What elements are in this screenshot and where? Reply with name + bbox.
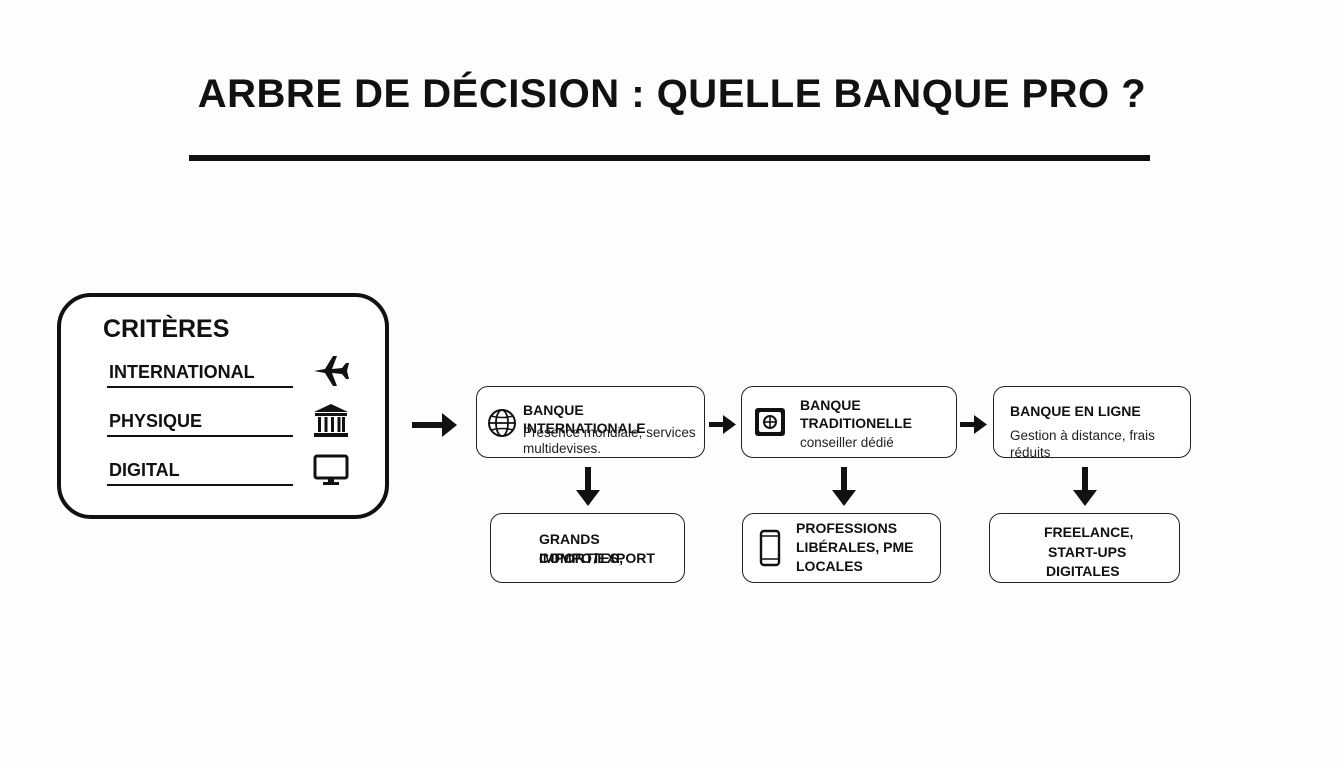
monitor-icon	[313, 454, 349, 485]
arrow-down-icon	[832, 467, 856, 506]
criteria-heading: CRITÈRES	[103, 315, 230, 343]
bank-name: BANQUE	[800, 397, 861, 413]
target-text: START-UPS	[1048, 544, 1127, 560]
target-box-grands-comptes: GRANDS COMPOTES, IMPORT/EXPORT	[490, 513, 685, 583]
safe-icon	[755, 408, 785, 436]
target-box-professions: PROFESSIONS LIBÉRALES, PME LOCALES	[742, 513, 941, 583]
bank-description: multidevises.	[523, 441, 602, 456]
target-box-freelance: FREELANCE, START-UPS DIGITALES	[989, 513, 1180, 583]
criteria-item-international: INTERNATIONAL	[107, 352, 293, 388]
bank-description: Gestion à distance, frais réduits	[1010, 428, 1155, 460]
target-text: GRANDS COMPOTES,	[539, 531, 624, 566]
target-text: LOCALES	[796, 558, 863, 574]
bank-building-icon	[314, 404, 348, 437]
criteria-item-physique: PHYSIQUE	[107, 401, 293, 437]
arrow-right-icon	[709, 415, 736, 434]
smartphone-icon	[759, 529, 781, 567]
arrow-right-icon	[412, 413, 457, 437]
bank-name: BANQUE INTERNATIONALE	[523, 402, 646, 436]
bank-name: TRADITIONELLE	[800, 415, 912, 431]
bank-description: conseiller dédié	[800, 435, 894, 450]
criteria-panel: CRITÈRES INTERNATIONAL PHYSIQUE DIGITAL	[57, 293, 389, 519]
bank-description: Présence mondiale, services	[523, 425, 696, 440]
airplane-icon	[314, 356, 349, 386]
target-text: IMPORT/EXPORT	[539, 550, 655, 566]
bank-name: BANQUE EN LIGNE	[1010, 403, 1141, 419]
criteria-label: PHYSIQUE	[109, 411, 203, 431]
arrow-down-icon	[576, 467, 600, 506]
criteria-label: DIGITAL	[109, 460, 180, 480]
criteria-item-digital: DIGITAL	[107, 450, 293, 486]
arrow-down-icon	[1073, 467, 1097, 506]
target-text: LIBÉRALES, PME	[796, 539, 914, 555]
globe-icon	[488, 409, 516, 437]
arrow-right-icon	[960, 415, 987, 434]
target-text: PROFESSIONS	[796, 520, 898, 536]
page-title: ARBRE DE DÉCISION : QUELLE BANQUE PRO ?	[197, 72, 1147, 116]
target-text: DIGITALES	[1046, 563, 1120, 579]
bank-box-internationale: BANQUE INTERNATIONALE Présence mondiale,…	[476, 386, 705, 458]
bank-box-traditionnelle: BANQUE TRADITIONELLE conseiller dédié	[741, 386, 957, 458]
target-text: FREELANCE,	[1044, 524, 1134, 540]
title-underline	[189, 155, 1150, 161]
criteria-label: INTERNATIONAL	[109, 362, 255, 382]
bank-box-en-ligne: BANQUE EN LIGNE Gestion à distance, frai…	[993, 386, 1191, 460]
